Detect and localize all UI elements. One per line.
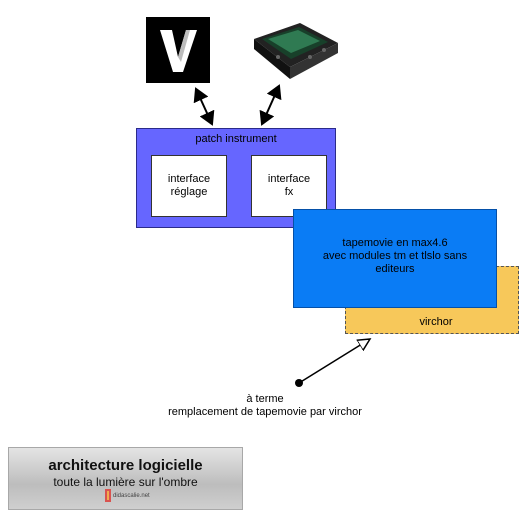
tapemovie-label: tapemovie en max4.6 avec modules tm et t… [322, 237, 468, 275]
patch-instrument-box: patch instrument interface réglage inter… [136, 128, 336, 228]
arrow-note-to-virchor [298, 339, 370, 384]
patch-instrument-title: patch instrument [195, 133, 277, 145]
controller-device-icon [248, 17, 340, 81]
arrow-v-to-patch [193, 87, 215, 126]
title-banner: architecture logicielle toute la lumière… [8, 447, 243, 510]
brand-text: didascalie.net [113, 493, 150, 499]
banner-subtitle: toute la lumière sur l'ombre [53, 475, 198, 489]
replacement-note: à terme remplacement de tapemovie par vi… [168, 393, 362, 418]
arrow-device-to-patch [259, 84, 282, 126]
note-dot [295, 379, 303, 387]
tapemovie-box: tapemovie en max4.6 avec modules tm et t… [293, 209, 497, 308]
v-logo-icon [146, 17, 210, 83]
virchor-label: virchor [419, 316, 453, 328]
didascalie-logo-icon [105, 489, 111, 502]
banner-title: architecture logicielle [48, 457, 203, 474]
interface-reglage-box: interface réglage [151, 155, 227, 217]
interface-fx-box: interface fx [251, 155, 327, 217]
